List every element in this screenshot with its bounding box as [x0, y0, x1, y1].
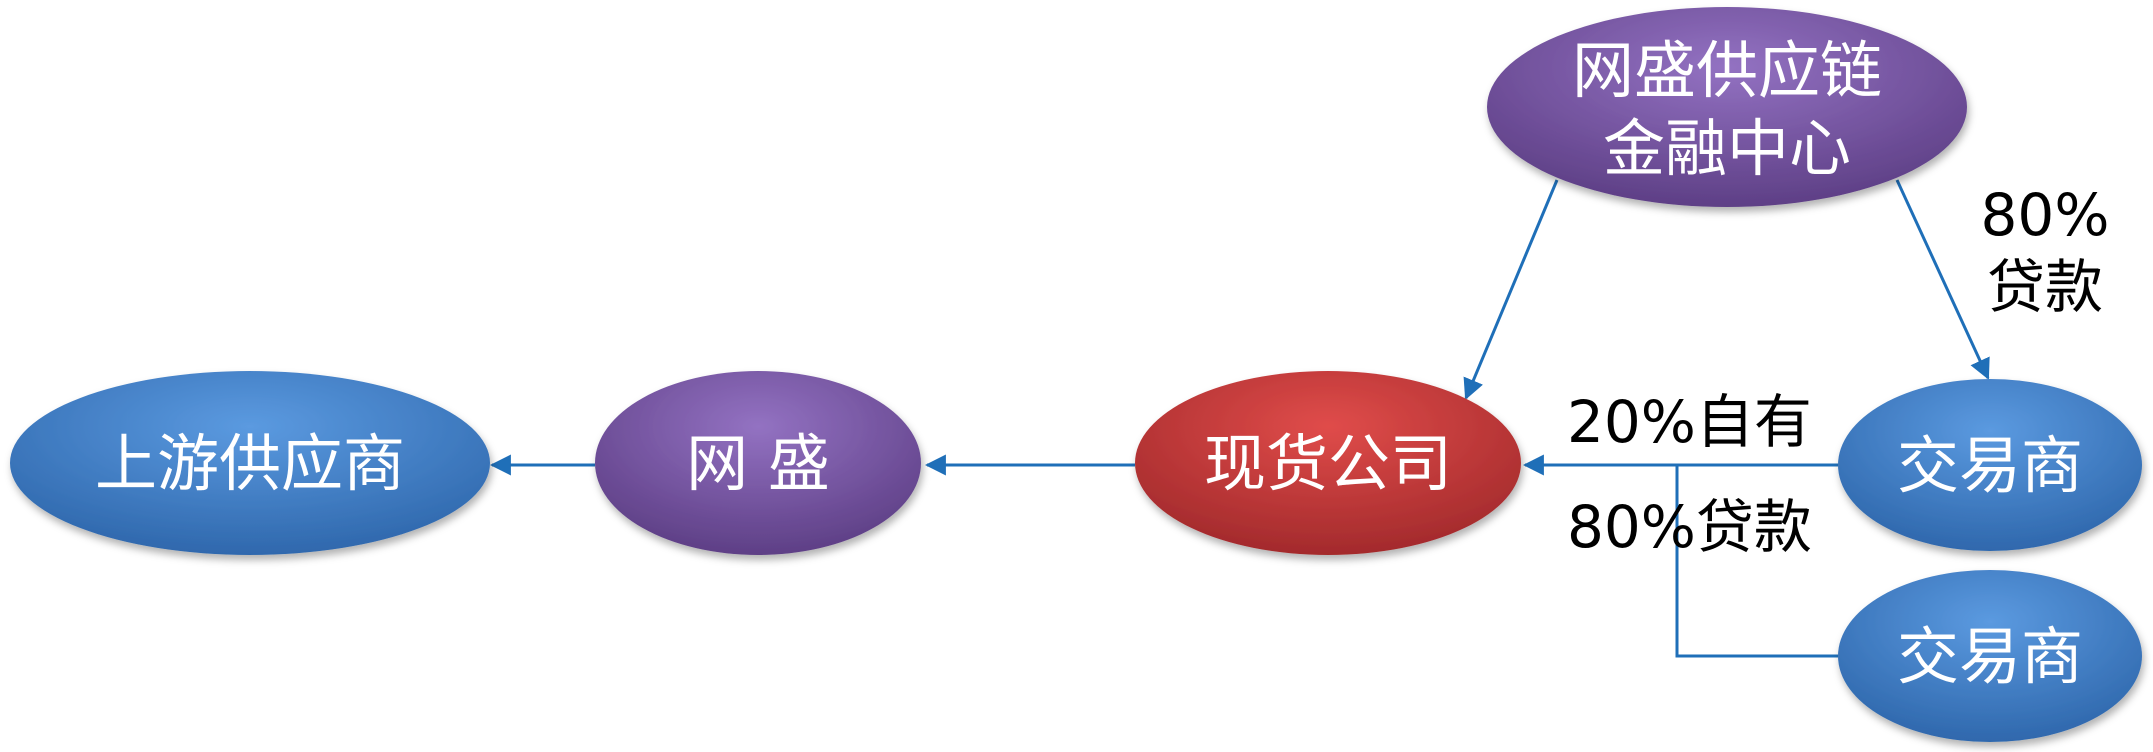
edge-trader2-to-spot: [1675, 465, 1838, 658]
edge-finance-to-trader1: [1895, 179, 1990, 380]
node-wangsheng: 网 盛: [595, 371, 921, 555]
node-upstream-supplier-label: 上游供应商: [95, 427, 405, 500]
node-upstream-supplier: 上游供应商: [10, 371, 490, 555]
node-finance-center: 网盛供应链 金融中心: [1487, 7, 1967, 207]
node-trader-1: 交易商: [1838, 379, 2142, 551]
label-own-20: 20%自有: [1567, 388, 1812, 456]
node-finance-center-line2: 金融中心: [1603, 112, 1851, 185]
label-loan-80-top-text: 贷款: [1987, 253, 2103, 321]
node-trader-1-label: 交易商: [1897, 429, 2083, 502]
label-loan-80-top-pct: 80%: [1981, 181, 2110, 249]
node-wangsheng-label: 网 盛: [686, 427, 830, 500]
node-trader-2: 交易商: [1838, 570, 2142, 742]
node-finance-center-line1: 网盛供应链: [1572, 34, 1882, 107]
label-loan-80-mid: 80%贷款: [1567, 493, 1812, 561]
node-spot-company: 现货公司: [1135, 371, 1521, 555]
node-trader-2-label: 交易商: [1897, 620, 2083, 693]
edge-finance-to-spot: [1463, 179, 1559, 400]
node-spot-company-label: 现货公司: [1204, 427, 1452, 500]
